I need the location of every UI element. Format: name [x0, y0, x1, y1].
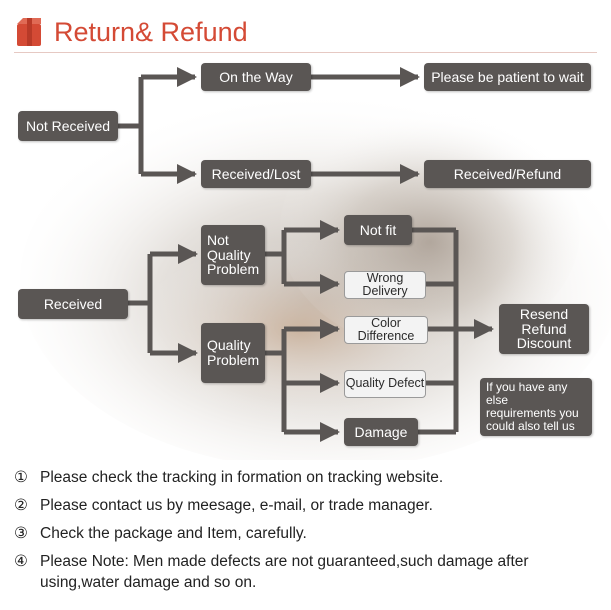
- instructions-list: ① Please check the tracking in formation…: [14, 468, 604, 601]
- not-quality-problem-box: Not Quality Problem: [201, 225, 265, 285]
- wrong-delivery-box: Wrong Delivery: [344, 271, 426, 299]
- quality-problem-box: Quality Problem: [201, 323, 265, 383]
- package-icon: [17, 18, 41, 46]
- damage-box: Damage: [344, 418, 418, 446]
- received-lost-box: Received/Lost: [201, 160, 311, 188]
- received-refund-box: Received/Refund: [424, 160, 591, 188]
- instruction-item: ④ Please Note: Men made defects are not …: [14, 553, 529, 591]
- header-divider: [14, 52, 597, 53]
- header: Return& Refund: [14, 12, 248, 52]
- please-wait-box: Please be patient to wait: [424, 63, 591, 91]
- received-box: Received: [18, 289, 128, 319]
- quality-defect-box: Quality Defect: [344, 370, 426, 398]
- color-difference-box: Color Difference: [344, 316, 428, 344]
- instruction-item: ③ Check the package and Item, carefully.: [14, 525, 307, 543]
- other-requirements-note: If you have any else requirements you co…: [480, 378, 592, 436]
- page-title: Return& Refund: [54, 16, 248, 47]
- not-received-box: Not Received: [18, 111, 118, 141]
- instruction-item: ① Please check the tracking in formation…: [14, 469, 444, 486]
- instruction-item: ② Please contact us by meesage, e-mail, …: [14, 497, 433, 515]
- resend-refund-discount-box: Resend Refund Discount: [499, 304, 589, 354]
- on-the-way-box: On the Way: [201, 63, 311, 91]
- flow-connectors: [117, 67, 494, 442]
- not-fit-box: Not fit: [344, 215, 412, 245]
